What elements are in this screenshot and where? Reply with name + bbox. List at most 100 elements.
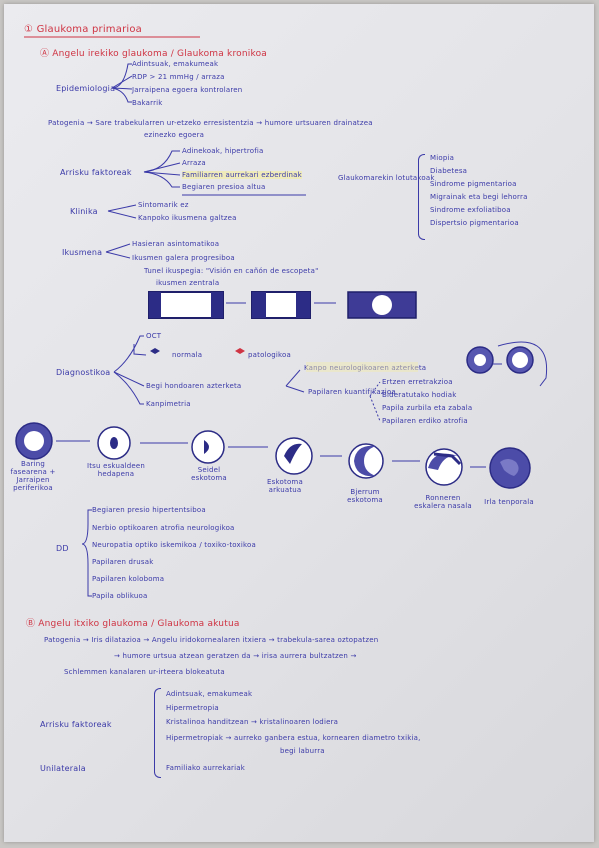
clinic-item: Sintomarik ez	[138, 201, 189, 209]
branch-line	[285, 385, 305, 393]
diagram-layer	[15, 63, 548, 597]
fundus-exam-label: Begi hondoaren azterketa	[146, 382, 242, 390]
patogenia-b-line: Schlemmen kanalaren ur-irteera blokeatut…	[64, 668, 225, 676]
stage-label: Irla tenporala	[484, 498, 534, 506]
risk-b-item: begi laburra	[280, 747, 325, 755]
clinic-item: Kanpoko ikusmena galtzea	[138, 214, 237, 222]
clinic-label: Klinika	[70, 207, 98, 216]
branch-line	[113, 335, 144, 373]
notebook-page: ① Glaukoma primarioa Ⓐ Angelu irekiko gl…	[4, 4, 594, 842]
oct-pathological-mark	[235, 348, 245, 354]
curved-arrow	[497, 341, 548, 387]
papilla-item: Ertzen erretrakzioa	[382, 378, 453, 386]
risk-b-item: Hipermetropia	[166, 704, 219, 712]
brace	[418, 154, 425, 240]
risk-factors-b-label: Arrisku faktoreak	[40, 720, 112, 729]
unilateral-label: Unilaterala	[40, 764, 86, 773]
oct-normal-mark	[150, 348, 160, 354]
brace	[154, 688, 161, 778]
dd-label: DD	[56, 544, 69, 553]
branch-line	[285, 369, 301, 387]
related-item: Sindrome pigmentarioa	[430, 180, 517, 188]
epidemiology-item: Bakarrik	[132, 99, 163, 107]
page-title: ① Glaukoma primarioa	[24, 24, 142, 35]
risk-b-item: Familiako aurrekariak	[166, 764, 246, 772]
papilla-item: Papilaren erdiko atrofia	[382, 417, 468, 425]
optic-disc-drawings	[466, 346, 534, 374]
dd-item: Papilaren koloboma	[92, 575, 165, 583]
branch-line	[143, 150, 180, 173]
section-a-letter: Ⓐ	[40, 49, 50, 59]
section-a-heading: Ⓐ Angelu irekiko glaukoma / Glaukoma kro…	[40, 49, 267, 59]
branch-line	[107, 210, 137, 219]
related-item: Migrainak eta begi lehorra	[430, 193, 528, 201]
epidemiology-item: Jarraipena egoera kontrolaren	[132, 86, 243, 94]
dd-item: Nerbio optikoaren atrofia neurologikoa	[92, 524, 235, 532]
vision-item: Hasieran asintomatikoa	[132, 240, 220, 248]
risk-factors-label: Arrisku faktoreak	[60, 168, 132, 177]
branch-line	[369, 395, 381, 422]
branch-line	[111, 87, 132, 103]
branch-line	[133, 344, 147, 356]
oct-label: OCT	[146, 332, 162, 340]
campimetry-label: Kanpimetria	[146, 400, 191, 408]
branch-line	[113, 371, 145, 387]
branch-line	[111, 75, 133, 89]
stage-label: Bjerrum eskotoma	[347, 488, 383, 504]
stage-drawings	[15, 422, 531, 489]
branch-line	[105, 251, 131, 259]
vision-label: Ikusmena	[62, 248, 103, 257]
epidemiology-item: RDP > 21 mmHg / arraza	[132, 73, 225, 81]
section-number-1: ①	[24, 24, 34, 35]
vision-item: ikusmen zentrala	[156, 279, 220, 287]
papilla-label: Papilaren kuantifikazioa	[308, 388, 396, 396]
dd-item: Neuropatia optiko iskemikoa / toxiko-tox…	[92, 541, 257, 549]
dd-item: Papila oblikuoa	[92, 592, 148, 600]
glaucoma-related-label: Glaukomarekin lotutakoak	[338, 174, 435, 182]
visual-field-drawings	[148, 291, 417, 319]
vision-item: Ikusmen galera progresiboa	[132, 254, 235, 262]
related-item: Miopia	[430, 154, 455, 162]
branch-line	[81, 509, 92, 545]
stage-label: Itsu eskualdeen hedapena	[86, 462, 146, 478]
branch-line	[369, 381, 381, 397]
branch-line	[113, 371, 144, 405]
papilla-item: Papila zurbila eta zabala	[382, 404, 473, 412]
risk-factor-item: Arraza	[182, 159, 206, 167]
branch-line	[105, 243, 131, 253]
diagnosis-label: Diagnostikoa	[56, 368, 111, 377]
oct-pathological-label: patologikoa	[248, 351, 291, 359]
branch-line	[143, 171, 180, 188]
stage-label: Ronneren eskalera nasala	[414, 494, 472, 510]
title-underline	[24, 36, 200, 38]
patogenia-b-line: → humore urtsua atzean geratzen da → iri…	[114, 652, 357, 660]
excavation-label: Kanpo neurologikoaren azterketa	[304, 364, 426, 372]
section-b-heading: Ⓑ Angelu itxiko glaukoma / Glaukoma akut…	[26, 619, 240, 629]
branch-line	[111, 63, 132, 89]
patogenia-b-line: Patogenia → Iris dilatazioa → Angelu iri…	[44, 636, 379, 644]
related-item: Sindrome exfoliatiboa	[430, 206, 511, 214]
oct-normal-label: normala	[172, 351, 203, 359]
vision-item: Tunel ikuspegia: "Visión en cañón de esc…	[144, 267, 319, 275]
related-item: Dispertsio pigmentarioa	[430, 219, 519, 227]
stage-label: Seidel eskotoma	[191, 466, 227, 482]
risk-b-item: Hipermetropiak → aurreko ganbera estua, …	[166, 734, 421, 742]
stage-label: Eskotoma arkuatua	[267, 478, 303, 494]
related-item: Diabetesa	[430, 167, 468, 175]
branch-line	[81, 543, 92, 597]
risk-factor-item: Adinekoak, hipertrofia	[182, 147, 264, 155]
section-b-letter: Ⓑ	[26, 619, 36, 629]
epidemiology-label: Epidemiologia	[56, 84, 116, 93]
risk-b-item: Adintsuak, emakumeak	[166, 690, 253, 698]
risk-b-item: Kristalinoa handitzean → kristalinoaren …	[166, 718, 339, 726]
dd-item: Begiaren presio hipertentsiboa	[92, 506, 206, 514]
highlight	[306, 362, 418, 372]
stage-label: Baring fasearena + Jarraipen periferikoa	[10, 460, 56, 492]
patogenia-line: Patogenia → Sare trabekularren ur-etzeko…	[48, 119, 373, 127]
branch-line	[111, 87, 133, 90]
patogenia-line: ezinezko egoera	[144, 131, 205, 139]
epidemiology-item: Adintsuak, emakumeak	[132, 60, 219, 68]
risk-factor-item: Begiaren presioa altua	[182, 183, 266, 191]
branch-line	[107, 204, 137, 212]
dd-item: Papilaren drusak	[92, 558, 154, 566]
